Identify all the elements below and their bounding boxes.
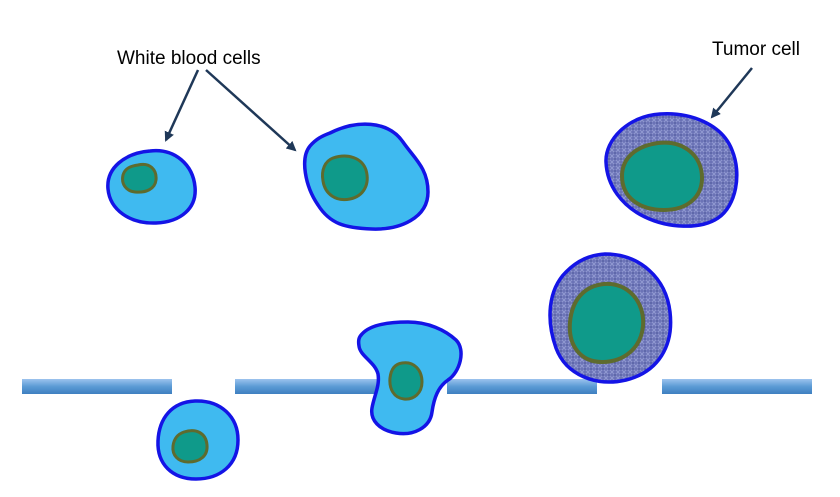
- tumor-cell-1: [604, 112, 739, 228]
- annotation-arrows: [164, 67, 753, 152]
- arrow-to-white-cell-1: [164, 69, 200, 142]
- white-blood-cell-1: [106, 148, 197, 225]
- tumor-cell-label: Tumor cell: [712, 39, 800, 60]
- membrane-segment-3: [447, 379, 597, 394]
- arrow-to-white-cell-2: [205, 69, 297, 152]
- arrow-to-tumor-cell: [710, 67, 753, 119]
- white-blood-cell-2: [302, 122, 430, 231]
- tumor-cell-2: [548, 252, 673, 384]
- white-blood-cell-3: [356, 320, 463, 436]
- membrane-segment-1: [22, 379, 172, 394]
- white-blood-cell-4: [156, 399, 240, 481]
- membrane: [22, 379, 812, 394]
- white-blood-cells-label: White blood cells: [117, 48, 261, 69]
- membrane-segment-4: [662, 379, 812, 394]
- membrane-segment-2: [235, 379, 383, 394]
